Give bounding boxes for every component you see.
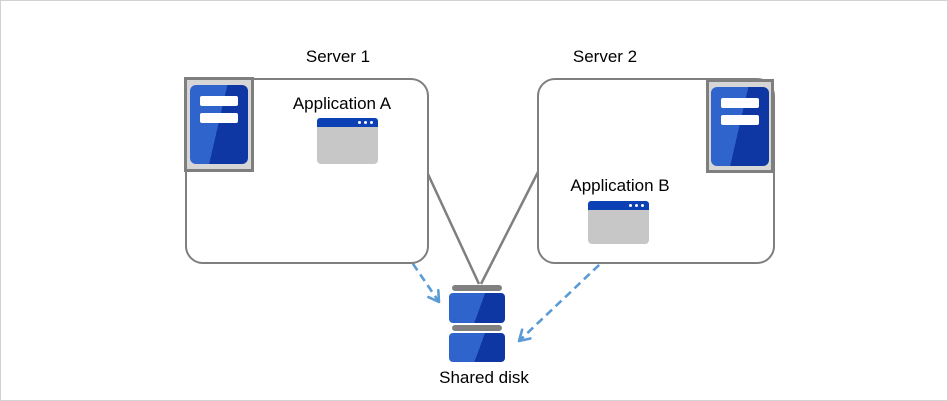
server-tower-body bbox=[190, 85, 248, 164]
window-dot-icon bbox=[634, 203, 638, 208]
app-window-body bbox=[588, 210, 649, 244]
app-window-titlebar bbox=[588, 201, 649, 210]
server-tower-icon bbox=[184, 77, 254, 172]
server-tower-icon bbox=[706, 79, 774, 173]
app-window-body bbox=[317, 127, 378, 164]
server1-label: Server 1 bbox=[305, 47, 371, 66]
server-slot bbox=[721, 114, 759, 125]
shared-disk-label: Shared disk bbox=[439, 368, 529, 387]
server-tower-body bbox=[711, 86, 769, 166]
disk-platter bbox=[449, 293, 505, 323]
disk-cap bbox=[452, 325, 502, 331]
disk-stack-icon bbox=[449, 285, 505, 364]
window-dot-icon bbox=[369, 120, 373, 125]
server-slot bbox=[200, 113, 238, 123]
disk-cap bbox=[452, 285, 502, 291]
window-dot-icon bbox=[640, 203, 644, 208]
app-window-icon bbox=[317, 118, 378, 164]
server-slot bbox=[721, 97, 759, 108]
window-dot-icon bbox=[357, 120, 361, 125]
disk-platter bbox=[449, 333, 505, 362]
server-slot bbox=[200, 96, 238, 106]
app-window-titlebar bbox=[317, 118, 378, 127]
application-a-label: Application A bbox=[292, 94, 392, 113]
connector-server1-disk bbox=[425, 171, 481, 285]
application-b-label: Application B bbox=[570, 176, 670, 195]
app-window-icon bbox=[588, 201, 649, 244]
server2-label: Server 2 bbox=[572, 47, 638, 66]
window-dot-icon bbox=[628, 203, 632, 208]
window-dot-icon bbox=[363, 120, 367, 125]
